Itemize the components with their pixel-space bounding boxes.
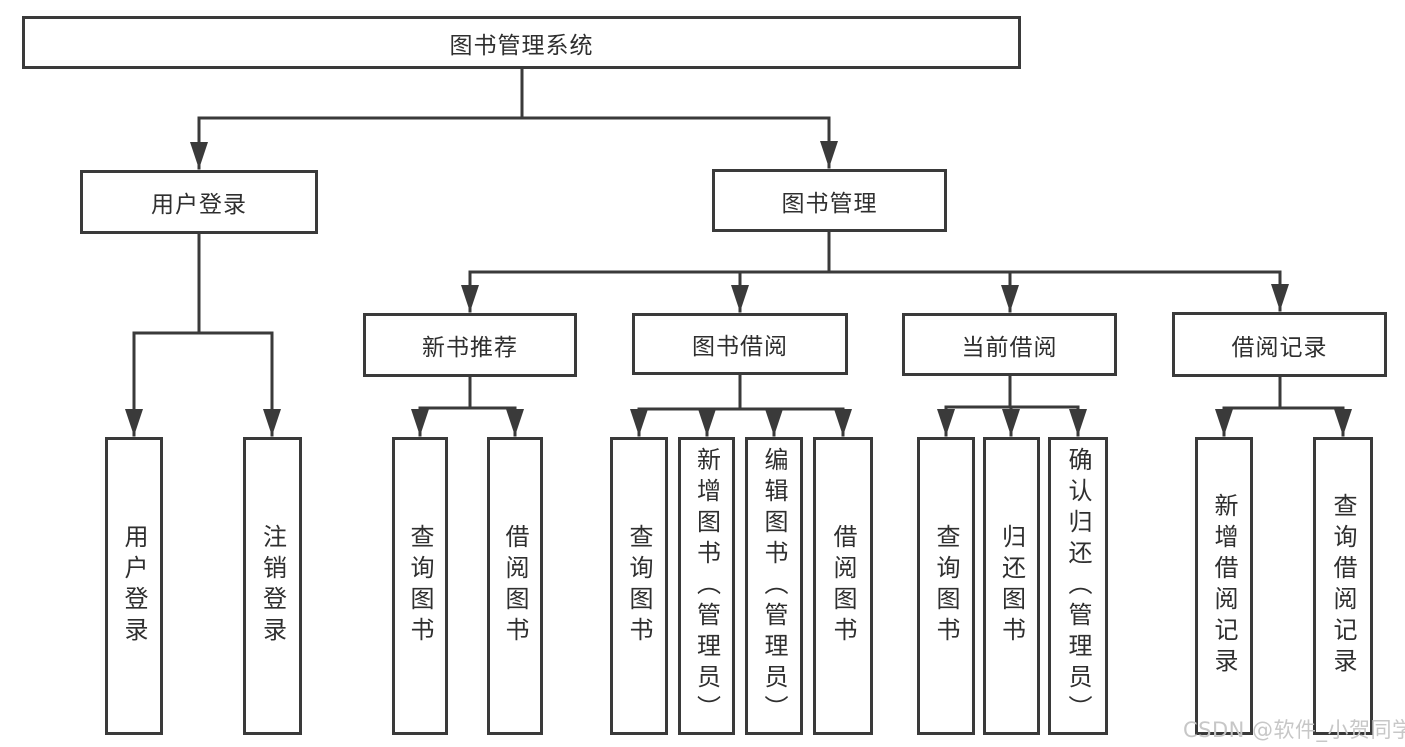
node-user-login: 用户登录 <box>80 170 318 234</box>
leaf-borrowing-borrow-books: 借阅图书 <box>813 437 873 735</box>
leaf-query-borrow-record-label: 查询借阅记录 <box>1329 493 1357 679</box>
leaf-newbook-query-books: 查询图书 <box>392 437 448 735</box>
leaf-return-books: 归还图书 <box>983 437 1040 735</box>
node-current-borrowing: 当前借阅 <box>902 313 1117 376</box>
leaf-borrowing-borrow-books-label: 借阅图书 <box>829 524 857 648</box>
node-root: 图书管理系统 <box>22 16 1021 69</box>
node-book-borrowing: 图书借阅 <box>632 313 848 375</box>
leaf-return-books-label: 归还图书 <box>997 524 1026 648</box>
node-new-book-recommend: 新书推荐 <box>363 313 577 377</box>
leaf-confirm-return-admin: 确认归还（管理员） <box>1048 437 1108 735</box>
leaf-confirm-return-admin-label: 确认归还（管理员） <box>1064 446 1092 726</box>
node-book-management: 图书管理 <box>712 169 947 232</box>
node-book-management-label: 图书管理 <box>781 190 878 217</box>
leaf-current-query-books-label: 查询图书 <box>932 524 960 648</box>
leaf-newbook-borrow-books-label: 借阅图书 <box>501 524 529 648</box>
node-user-login-label: 用户登录 <box>151 192 247 218</box>
node-current-borrowing-label: 当前借阅 <box>961 334 1058 361</box>
csdn-watermark: CSDN @软件_小贺同学 <box>1183 718 1405 742</box>
leaf-borrowing-query-books-label: 查询图书 <box>625 524 653 648</box>
leaf-add-books-admin-label: 新增图书（管理员） <box>692 446 721 726</box>
leaf-logout: 注销登录 <box>243 437 302 735</box>
leaf-newbook-borrow-books: 借阅图书 <box>487 437 543 735</box>
node-book-borrowing-label: 图书借阅 <box>692 334 788 360</box>
leaf-edit-books-admin-label: 编辑图书（管理员） <box>760 446 788 726</box>
node-borrow-records-label: 借阅记录 <box>1231 334 1328 361</box>
leaf-user-login-label: 用户登录 <box>120 524 148 648</box>
leaf-user-login: 用户登录 <box>105 437 163 735</box>
leaf-query-borrow-record: 查询借阅记录 <box>1313 437 1373 735</box>
node-root-label: 图书管理系统 <box>449 32 594 59</box>
leaf-edit-books-admin: 编辑图书（管理员） <box>745 437 803 735</box>
leaf-add-borrow-record: 新增借阅记录 <box>1195 437 1253 735</box>
node-borrow-records: 借阅记录 <box>1172 312 1387 377</box>
leaf-add-borrow-record-label: 新增借阅记录 <box>1210 493 1238 679</box>
leaf-logout-label: 注销登录 <box>258 524 287 648</box>
leaf-newbook-query-books-label: 查询图书 <box>406 524 434 648</box>
node-new-book-recommend-label: 新书推荐 <box>422 335 518 361</box>
leaf-add-books-admin: 新增图书（管理员） <box>678 437 735 735</box>
leaf-current-query-books: 查询图书 <box>917 437 975 735</box>
leaf-borrowing-query-books: 查询图书 <box>610 437 668 735</box>
